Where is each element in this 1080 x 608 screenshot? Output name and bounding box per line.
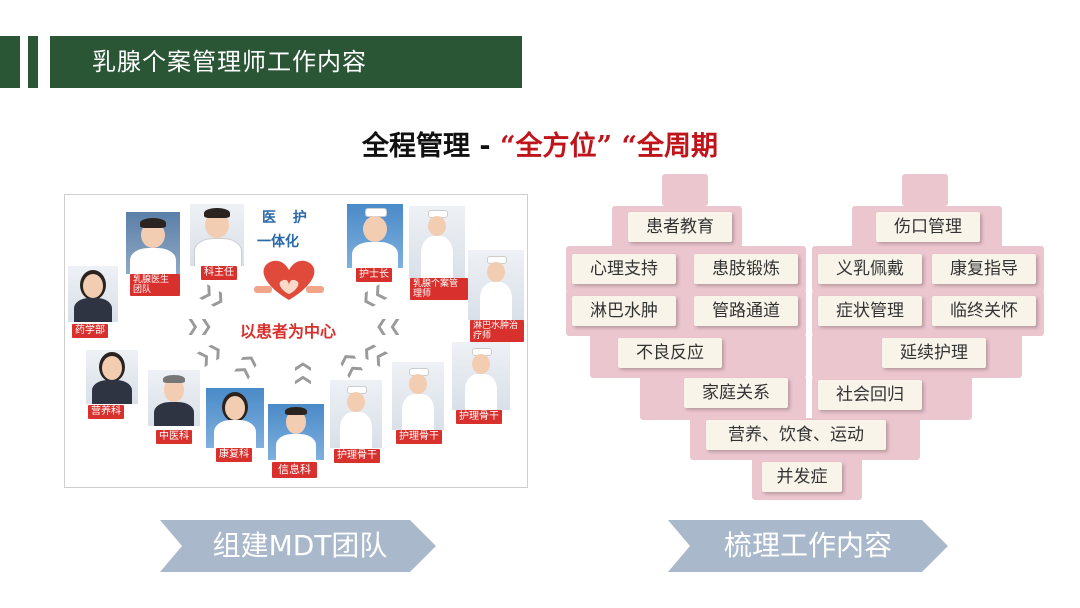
subtitle-prefix: 全程管理 - — [362, 131, 500, 162]
tag-family-relation: 家庭关系 — [684, 378, 788, 408]
tag-tube-management: 管路通道 — [694, 296, 798, 326]
logo-text-line2: 一体化 — [257, 231, 299, 251]
mdt-team-label: 组建MDT团队 — [180, 520, 420, 572]
role-label: 护士长 — [356, 268, 392, 282]
header-accent-bar — [0, 36, 20, 88]
tag-psych-support: 心理支持 — [572, 254, 676, 284]
tag-continuing-care: 延续护理 — [882, 338, 986, 368]
tag-adverse-reaction: 不良反应 — [618, 338, 722, 368]
tag-nutrition-diet-exercise: 营养、饮食、运动 — [706, 420, 886, 450]
tag-wound-management: 伤口管理 — [876, 212, 980, 242]
role-label: 护理骨干 — [396, 430, 442, 444]
role-label: 康复科 — [216, 448, 252, 462]
tag-social-return: 社会回归 — [818, 380, 922, 410]
tag-prosthesis: 义乳佩戴 — [818, 254, 922, 284]
staff-photo-nutrition — [86, 350, 138, 404]
chevron-left-icon: ❮❮ — [375, 316, 402, 335]
tag-lymphedema: 淋巴水肿 — [572, 296, 676, 326]
staff-photo-breast-doctor — [126, 212, 180, 274]
role-label: 中医科 — [156, 430, 192, 444]
role-label: 科主任 — [201, 266, 237, 280]
chevron-up-icon: ❯❯ — [292, 360, 311, 387]
tag-complication: 并发症 — [762, 462, 842, 492]
work-content-label: 梳理工作内容 — [688, 520, 928, 572]
role-label: 淋巴水肿治疗师 — [470, 320, 524, 342]
tag-hospice: 临终关怀 — [932, 296, 1036, 326]
staff-photo-lymph-therapist — [468, 250, 524, 320]
staff-photo-tcm — [148, 370, 200, 426]
role-label: 乳腺医生团队 — [130, 274, 180, 296]
heart-hands-icon — [252, 256, 326, 306]
heart-cell — [902, 174, 948, 206]
role-label: 乳腺个案管理师 — [410, 278, 468, 300]
staff-photo-nurse-2 — [392, 362, 444, 430]
staff-photo-info — [268, 404, 324, 460]
logo-text-line1: 医 护 — [262, 207, 313, 227]
tag-limb-exercise: 患肢锻炼 — [694, 254, 798, 284]
tag-symptom-management: 症状管理 — [818, 296, 922, 326]
tag-rehab-guide: 康复指导 — [932, 254, 1036, 284]
staff-photo-rehab — [206, 388, 264, 448]
page-title: 乳腺个案管理师工作内容 — [92, 36, 367, 88]
role-label: 药学部 — [72, 324, 108, 338]
staff-photo-nurse-3 — [452, 342, 510, 410]
chevron-right-icon: ❯❯ — [186, 316, 213, 335]
subtitle-highlight: “全方位” “全周期 — [500, 131, 718, 162]
staff-photo-case-manager — [409, 206, 465, 278]
subtitle: 全程管理 - “全方位” “全周期 — [0, 124, 1080, 163]
staff-photo-nurse-1 — [330, 380, 382, 448]
role-label: 护理骨干 — [334, 449, 380, 463]
patient-center-text: 以患者为中心 — [240, 318, 336, 342]
staff-photo-head-nurse — [347, 204, 403, 268]
role-label: 护理骨干 — [456, 410, 502, 424]
heart-cell — [662, 174, 708, 206]
header-accent-bar-thin — [28, 36, 38, 88]
staff-photo-director — [190, 204, 244, 266]
role-label: 营养科 — [88, 405, 124, 419]
role-label: 信息科 — [272, 462, 317, 478]
tag-patient-education: 患者教育 — [628, 212, 732, 242]
staff-photo-pharmacy — [68, 266, 118, 322]
